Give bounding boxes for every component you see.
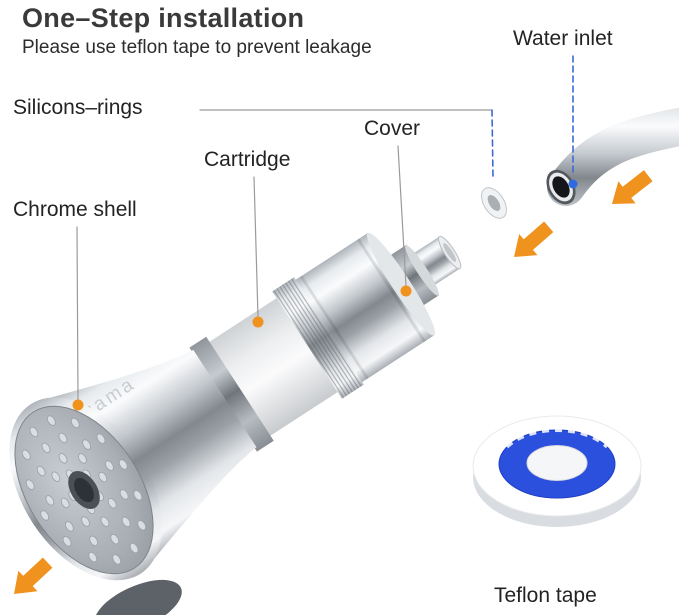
leader-line-cartridge xyxy=(253,176,259,318)
shower-base-edge xyxy=(94,579,182,615)
inlet-ring-marker-dot xyxy=(568,179,578,189)
nozzle-hole xyxy=(21,449,31,460)
marker-dot-cover xyxy=(400,285,412,297)
nozzle-hole xyxy=(129,542,139,554)
nozzle-hole xyxy=(96,433,106,444)
silicone-ring-gasket xyxy=(481,187,507,219)
nozzle-hole xyxy=(46,415,56,426)
label-cover: Cover xyxy=(364,117,421,140)
nozzle-hole xyxy=(118,459,128,470)
outlet-stub xyxy=(410,235,462,287)
arrow-icon-inlet xyxy=(612,170,653,204)
nozzle-hole xyxy=(45,495,55,506)
direction-arrows xyxy=(14,170,653,594)
nozzle-hole xyxy=(64,521,74,532)
tape-print-text xyxy=(505,428,609,449)
marker-dot-cartridge xyxy=(252,316,264,328)
nozzle-hole xyxy=(88,551,98,563)
nozzle-hole xyxy=(82,439,91,450)
marker-dot-chrome-shell xyxy=(72,399,84,411)
nozzle-hole xyxy=(41,442,51,453)
nozzle-hole xyxy=(119,489,129,500)
leader-line-chrome-shell xyxy=(76,226,79,401)
nozzle-hole xyxy=(107,498,117,509)
arrow-icon-showerhead xyxy=(14,557,53,594)
leader-lines xyxy=(72,55,574,411)
label-water-inlet: Water inlet xyxy=(513,27,613,50)
label-cartridge: Cartridge xyxy=(204,148,291,171)
pipe-opening xyxy=(546,169,576,205)
pipe-body xyxy=(547,108,679,206)
face-center-cap xyxy=(74,477,94,503)
cover-section xyxy=(295,232,436,383)
groove-ring xyxy=(189,336,274,452)
nozzle-hole xyxy=(36,465,46,477)
inlet-hole xyxy=(552,176,570,198)
nozzle-hole xyxy=(58,432,68,444)
label-chrome-shell: Chrome shell xyxy=(13,198,137,221)
page-title: One–Step installation xyxy=(22,3,305,33)
nozzle-hole xyxy=(98,471,108,483)
step-cylinder xyxy=(384,244,440,310)
nozzle-hole xyxy=(121,516,131,528)
nozzle-hole xyxy=(51,471,61,482)
nozzle-hole xyxy=(137,520,147,531)
nozzle-hole xyxy=(70,417,80,429)
nozzle-hole xyxy=(81,516,90,527)
nozzle-hole xyxy=(100,516,110,527)
cartridge-section xyxy=(207,298,338,437)
nozzle-hole xyxy=(89,535,99,547)
tape-center-hole xyxy=(526,445,588,481)
nozzle-hole xyxy=(78,453,87,464)
nozzle-hole xyxy=(58,453,68,464)
label-silicons-rings: Silicons–rings xyxy=(13,96,143,119)
nozzle-hole xyxy=(60,497,70,509)
cover-end-face xyxy=(366,232,436,336)
teflon-tape-roll xyxy=(472,415,642,527)
nozzle-hole xyxy=(29,426,39,438)
nozzle-hole xyxy=(112,554,122,565)
arrow-icon-gasket xyxy=(514,221,554,257)
nozzle-hole xyxy=(40,510,50,521)
nozzle-hole xyxy=(110,533,120,545)
dashed-line-silicons-rings xyxy=(491,109,494,179)
leader-line-cover xyxy=(397,145,407,287)
thread-lines xyxy=(273,278,362,399)
water-inlet-pipe xyxy=(546,108,679,206)
nozzle-hole xyxy=(62,536,72,547)
shower-head-illustration: luama xyxy=(9,232,462,581)
nozzle-hole xyxy=(133,490,143,501)
page-subtitle: Please use teflon tape to prevent leakag… xyxy=(22,37,372,58)
spray-face xyxy=(9,397,162,581)
label-teflon-tape: Teflon tape xyxy=(494,584,597,607)
nozzle-hole xyxy=(25,479,35,490)
threaded-ring xyxy=(272,277,364,399)
nozzle-hole xyxy=(105,460,114,471)
